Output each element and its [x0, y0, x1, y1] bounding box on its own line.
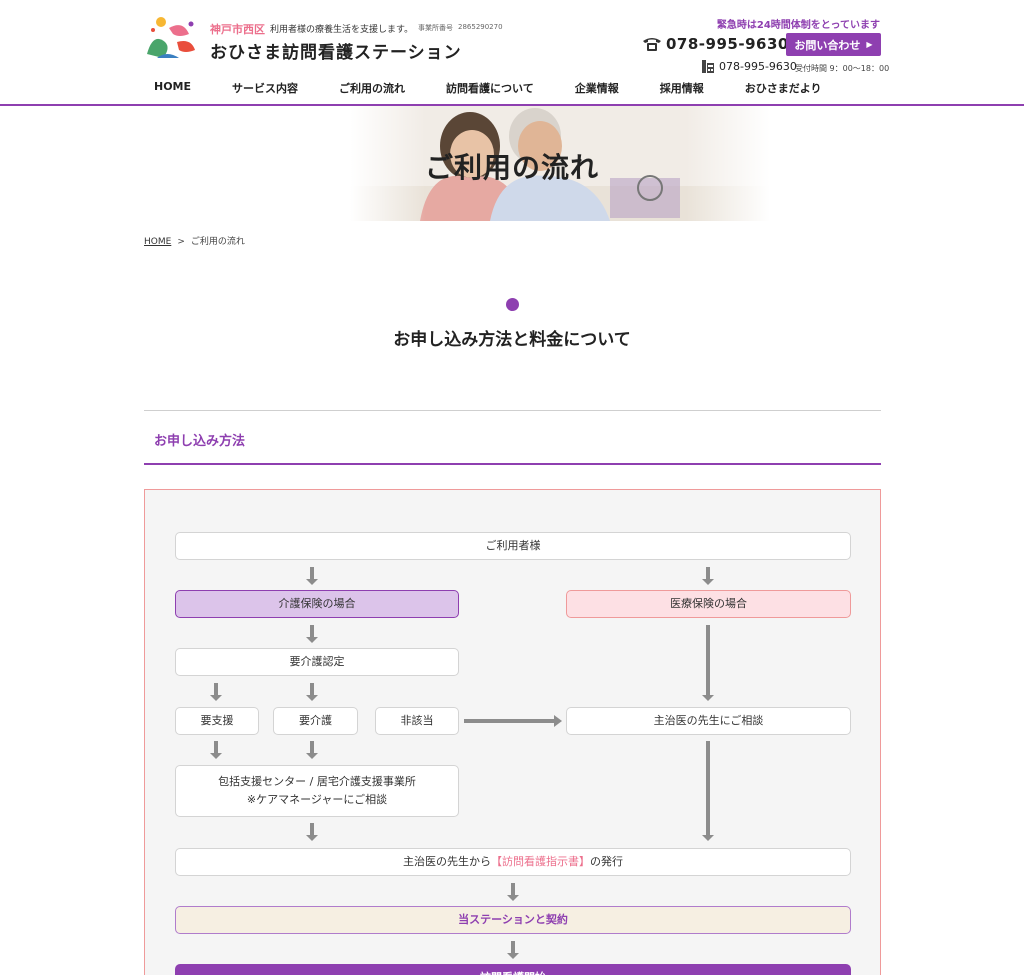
- flow-issue-document: 【訪問看護指示書】: [491, 855, 590, 869]
- flow-user: ご利用者様: [175, 532, 851, 560]
- flow-kaigo: 介護保険の場合: [175, 590, 459, 618]
- nav-item-news[interactable]: おひさまだより: [744, 82, 822, 95]
- area-label: 神戸市西区: [210, 23, 265, 36]
- emergency-notice: 緊急時は24時間体制をとっています: [716, 20, 880, 31]
- flow-doctor-consult: 主治医の先生にご相談: [566, 707, 851, 735]
- office-number: 2865290270: [458, 23, 503, 31]
- flow-yokaigo: 要介護: [273, 707, 358, 735]
- flow-contract: 当ステーションと契約: [175, 906, 851, 934]
- office-number-label: 事業所番号: [418, 24, 453, 32]
- flow-arrows: [210, 567, 714, 959]
- breadcrumb-current: ご利用の流れ: [190, 237, 245, 247]
- arrow-down-icon: [702, 625, 714, 701]
- arrow-down-icon: [306, 683, 318, 701]
- flow-care-center-line1: 包括支援センター / 居宅介護支援事業所: [218, 775, 416, 789]
- contact-button-label: お問い合わせ: [794, 38, 861, 52]
- section-dot: [506, 298, 519, 311]
- subsection-title: お申し込み方法: [154, 434, 246, 449]
- nav-item-company[interactable]: 企業情報: [574, 82, 619, 95]
- contact-button[interactable]: お問い合わせ ▶: [786, 33, 881, 56]
- fax-block: 078-995-9630: [702, 60, 797, 73]
- arrow-right-icon: [464, 715, 562, 727]
- arrow-down-icon: [210, 741, 222, 759]
- business-hours: 受付時間 9：00〜18：00: [795, 64, 890, 73]
- flow-yoshien: 要支援: [175, 707, 259, 735]
- hero-photo: [350, 106, 770, 221]
- arrow-down-icon: [306, 741, 318, 759]
- site-header: 神戸市西区 利用者様の療養生活を支援します。 事業所番号 2865290270 …: [0, 0, 1024, 106]
- arrow-down-icon: [306, 625, 318, 643]
- breadcrumb-separator: >: [177, 237, 185, 247]
- nav-item-flow[interactable]: ご利用の流れ: [339, 82, 406, 95]
- site-title[interactable]: おひさま訪問看護ステーション: [210, 43, 462, 63]
- page-title: ご利用の流れ: [424, 151, 599, 184]
- flow-start: 訪問看護開始: [175, 964, 851, 975]
- fax-number: 078-995-9630: [719, 60, 797, 73]
- arrow-down-icon: [507, 883, 519, 901]
- phone-number[interactable]: 078-995-9630: [666, 35, 789, 53]
- arrow-down-icon: [702, 741, 714, 841]
- flow-higaito: 非該当: [375, 707, 459, 735]
- arrow-down-icon: [306, 567, 318, 585]
- flow-care-center: 包括支援センター / 居宅介護支援事業所 ※ケアマネージャーにご相談: [175, 765, 459, 817]
- application-flow: ご利用者様 介護保険の場合 医療保険の場合 要介護認定 要支援 要介護 非該当 …: [144, 489, 881, 975]
- section-title: お申し込み方法と料金について: [393, 330, 631, 350]
- flow-instruction-issue: 主治医の先生から【訪問看護指示書】の発行: [175, 848, 851, 876]
- nav-item-services[interactable]: サービス内容: [232, 82, 299, 95]
- phone-block: 078-995-9630: [642, 35, 789, 53]
- nav-item-recruit[interactable]: 採用情報: [659, 82, 704, 95]
- telephone-icon: [643, 38, 661, 51]
- arrow-down-icon: [702, 567, 714, 585]
- subsection-heading: お申し込み方法: [144, 410, 881, 465]
- fax-icon: [702, 60, 714, 73]
- arrow-down-icon: [210, 683, 222, 701]
- ohisama-logo[interactable]: [143, 14, 201, 62]
- page-hero: ご利用の流れ: [0, 106, 1024, 221]
- breadcrumb-home[interactable]: HOME: [144, 237, 172, 247]
- flow-iryo: 医療保険の場合: [566, 590, 851, 618]
- breadcrumb: HOME > ご利用の流れ: [144, 234, 245, 247]
- flow-care-center-line2: ※ケアマネージャーにご相談: [246, 793, 388, 806]
- arrow-down-icon: [507, 941, 519, 959]
- nav-item-about[interactable]: 訪問看護について: [446, 82, 534, 95]
- flow-issue-prefix: 主治医の先生から: [403, 855, 491, 869]
- arrow-down-icon: [306, 823, 318, 841]
- triangle-right-icon: ▶: [866, 40, 873, 49]
- flow-nintei: 要介護認定: [175, 648, 459, 676]
- main-nav: HOME サービス内容 ご利用の流れ 訪問看護について 企業情報 採用情報 おひ…: [144, 80, 852, 96]
- flow-issue-suffix: の発行: [590, 855, 623, 869]
- tagline: 利用者様の療養生活を支援します。: [270, 25, 414, 35]
- nav-item-home[interactable]: HOME: [154, 80, 192, 93]
